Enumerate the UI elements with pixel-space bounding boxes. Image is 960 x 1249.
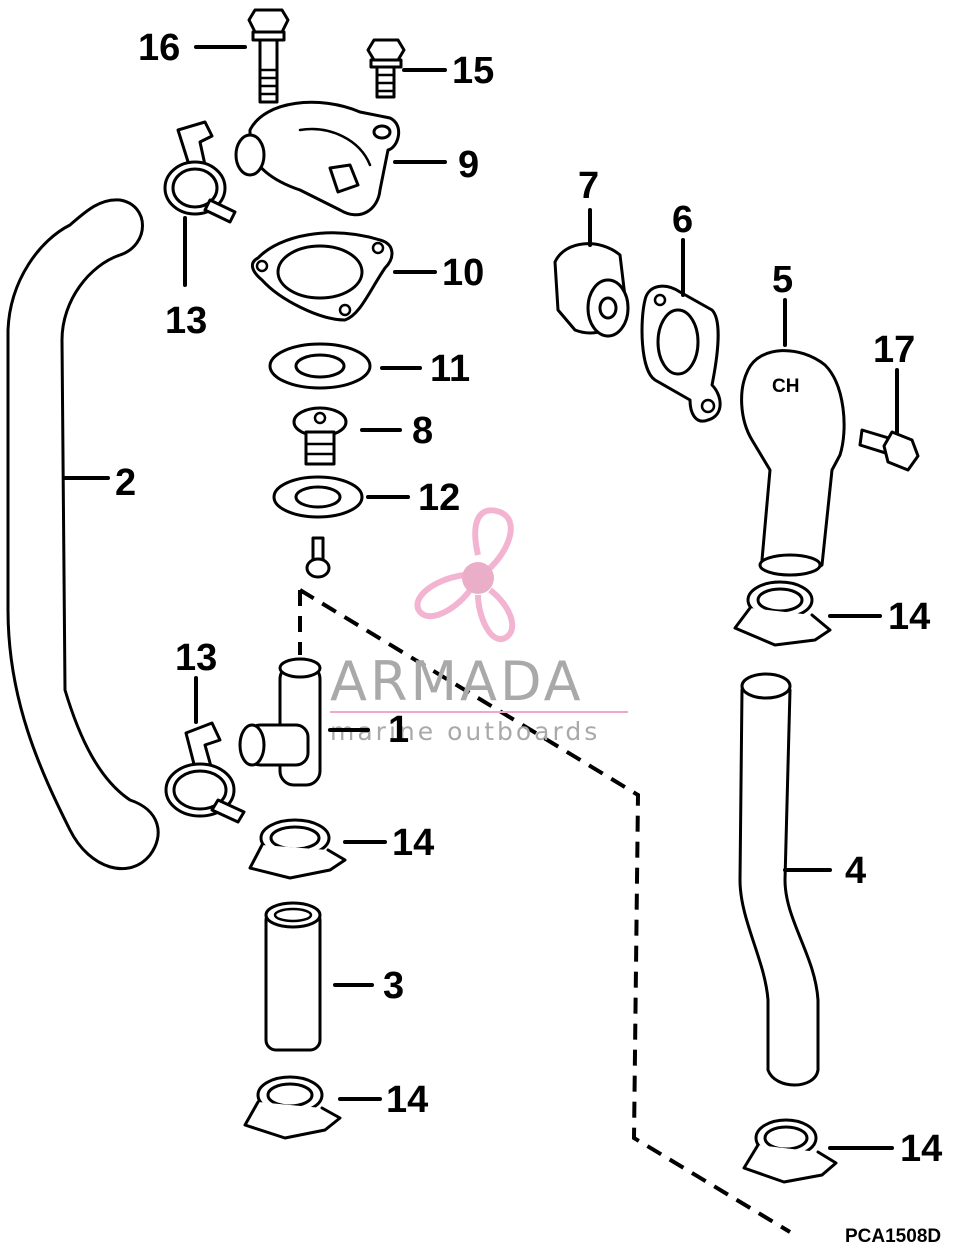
callout-4: 4 xyxy=(845,850,866,892)
diagram-code: PCA1508D xyxy=(845,1226,941,1247)
callout-14-b: 14 xyxy=(386,1079,428,1121)
part-14-clamp-a xyxy=(248,818,347,880)
callout-13-lower: 13 xyxy=(175,637,217,679)
callout-2: 2 xyxy=(115,462,136,504)
callout-1: 1 xyxy=(388,709,409,751)
callout-14-c: 14 xyxy=(888,596,930,638)
callout-15: 15 xyxy=(452,50,494,92)
watermark-title: ARMADA xyxy=(330,650,584,713)
part-8-thermostat xyxy=(292,406,348,466)
callout-14-d: 14 xyxy=(900,1128,942,1170)
callout-8: 8 xyxy=(412,410,433,452)
watermark-subtitle: marine outboards xyxy=(330,717,600,746)
leader-lines xyxy=(63,45,899,1150)
part-12-seal xyxy=(272,475,364,519)
dashed-connection-line xyxy=(298,588,792,1234)
part-6-gasket xyxy=(640,284,722,423)
part-13-clamp-lower xyxy=(164,721,246,824)
part-stamp-text: CH xyxy=(772,376,799,397)
part-15-bolt xyxy=(366,38,406,99)
callout-10: 10 xyxy=(442,252,484,294)
callout-11: 11 xyxy=(430,348,470,390)
propeller-blade xyxy=(472,507,514,573)
propeller-blade xyxy=(475,587,516,642)
callout-6: 6 xyxy=(672,199,693,241)
callout-3: 3 xyxy=(383,965,404,1007)
callout-13-top: 13 xyxy=(165,300,207,342)
callout-14-a: 14 xyxy=(392,822,434,864)
part-14-clamp-c xyxy=(733,580,832,647)
propeller-hub xyxy=(462,562,494,594)
part-16-bolt xyxy=(247,8,290,104)
part-14-clamp-b xyxy=(243,1075,342,1140)
callout-5: 5 xyxy=(772,259,793,301)
part-9-thermostat-housing xyxy=(234,100,401,217)
part-5-elbow: CH xyxy=(740,349,846,577)
part-3-hose xyxy=(264,901,322,1052)
callout-12: 12 xyxy=(418,477,460,519)
small-screw xyxy=(305,536,331,579)
part-14-clamp-d xyxy=(742,1118,838,1184)
propeller-blade xyxy=(414,572,473,620)
part-13-clamp-top xyxy=(163,120,237,224)
callout-7: 7 xyxy=(578,165,599,207)
part-10-gasket xyxy=(251,231,394,322)
part-1-tee-fitting xyxy=(238,657,322,787)
callout-16: 16 xyxy=(138,27,180,69)
part-2-hose xyxy=(6,198,160,871)
part-11-seal xyxy=(268,342,372,390)
part-7-cap xyxy=(553,242,630,338)
part-17-bolt xyxy=(858,428,920,472)
part-4-hose xyxy=(738,672,820,1087)
propeller-logo xyxy=(414,507,516,642)
callout-9: 9 xyxy=(458,144,479,186)
callout-labels: 1 2 3 4 5 6 7 8 9 10 11 12 13 13 14 14 1… xyxy=(115,27,942,1170)
callout-17: 17 xyxy=(873,329,915,371)
